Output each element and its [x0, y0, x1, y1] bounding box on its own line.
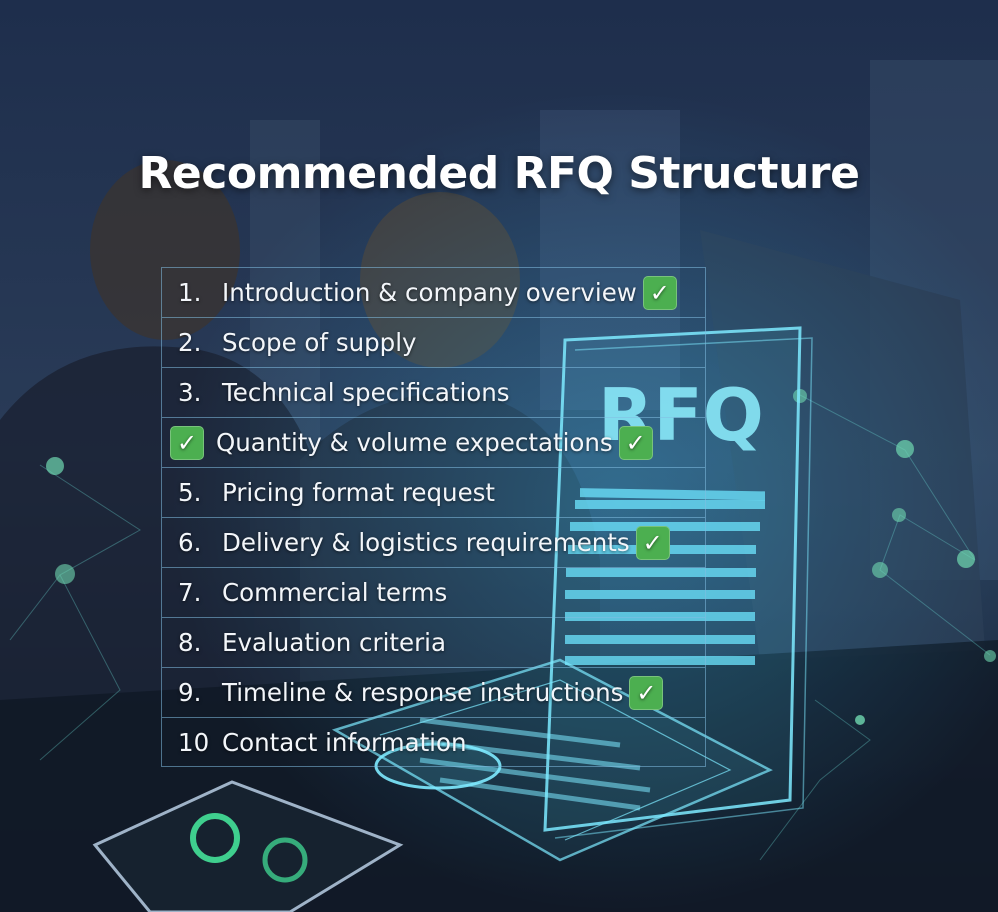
- list-item-number: 1.: [178, 278, 202, 307]
- check-mark-icon: ✓: [618, 425, 653, 460]
- list-item-label: Evaluation criteria: [222, 628, 446, 657]
- list-item: 2. Scope of supply: [161, 317, 706, 367]
- rfq-structure-list: 1.Introduction & company overview✓2.Scop…: [161, 267, 706, 767]
- list-item: 8. Evaluation criteria: [161, 617, 706, 667]
- network-nodes: [46, 389, 996, 725]
- check-mark-icon: ✓: [642, 275, 677, 310]
- list-item: 7. Commercial terms: [161, 567, 706, 617]
- list-item-label: Contact information: [222, 727, 467, 757]
- list-item-label: Introduction & company overview: [222, 278, 637, 307]
- list-item-label: Timeline & response instructions: [222, 678, 624, 707]
- list-item-number: 3.: [178, 378, 202, 407]
- holographic-document: RFQ: [543, 326, 813, 839]
- list-item-number: 8.: [178, 628, 202, 657]
- list-item-number: 10: [178, 727, 210, 757]
- tablet-device: [92, 780, 404, 912]
- list-item-number: 2.: [178, 328, 202, 357]
- list-item: 1. Introduction & company overview✓: [161, 267, 706, 317]
- list-item: 6. Delivery & logistics requirements✓: [161, 517, 706, 567]
- page-title: Recommended RFQ Structure: [138, 148, 860, 199]
- list-item-number: 5.: [178, 478, 202, 507]
- holographic-laptop: [331, 658, 773, 862]
- check-mark-icon: ✓: [635, 525, 670, 560]
- list-item: 5. Pricing format request: [161, 467, 706, 517]
- list-item-label: Quantity & volume expectations: [216, 428, 613, 457]
- check-mark-icon: ✓: [170, 425, 204, 460]
- list-item-label: Delivery & logistics requirements: [222, 528, 630, 557]
- check-mark-icon: ✓: [629, 675, 664, 710]
- list-item-label: Scope of supply: [222, 328, 417, 357]
- list-item-label: Commercial terms: [222, 578, 448, 607]
- list-item-number: 7.: [178, 578, 202, 607]
- list-item: 9. Timeline & response instructions✓: [161, 667, 706, 717]
- list-item-number: 6.: [178, 528, 202, 557]
- list-item: 10 Contact information: [161, 717, 706, 767]
- list-item: ✓Quantity & volume expectations✓: [161, 417, 706, 467]
- list-item-label: Technical specifications: [222, 378, 510, 407]
- list-item-label: Pricing format request: [222, 478, 496, 507]
- list-item: 3. Technical specifications: [161, 367, 706, 417]
- list-item-number: 9.: [178, 678, 202, 707]
